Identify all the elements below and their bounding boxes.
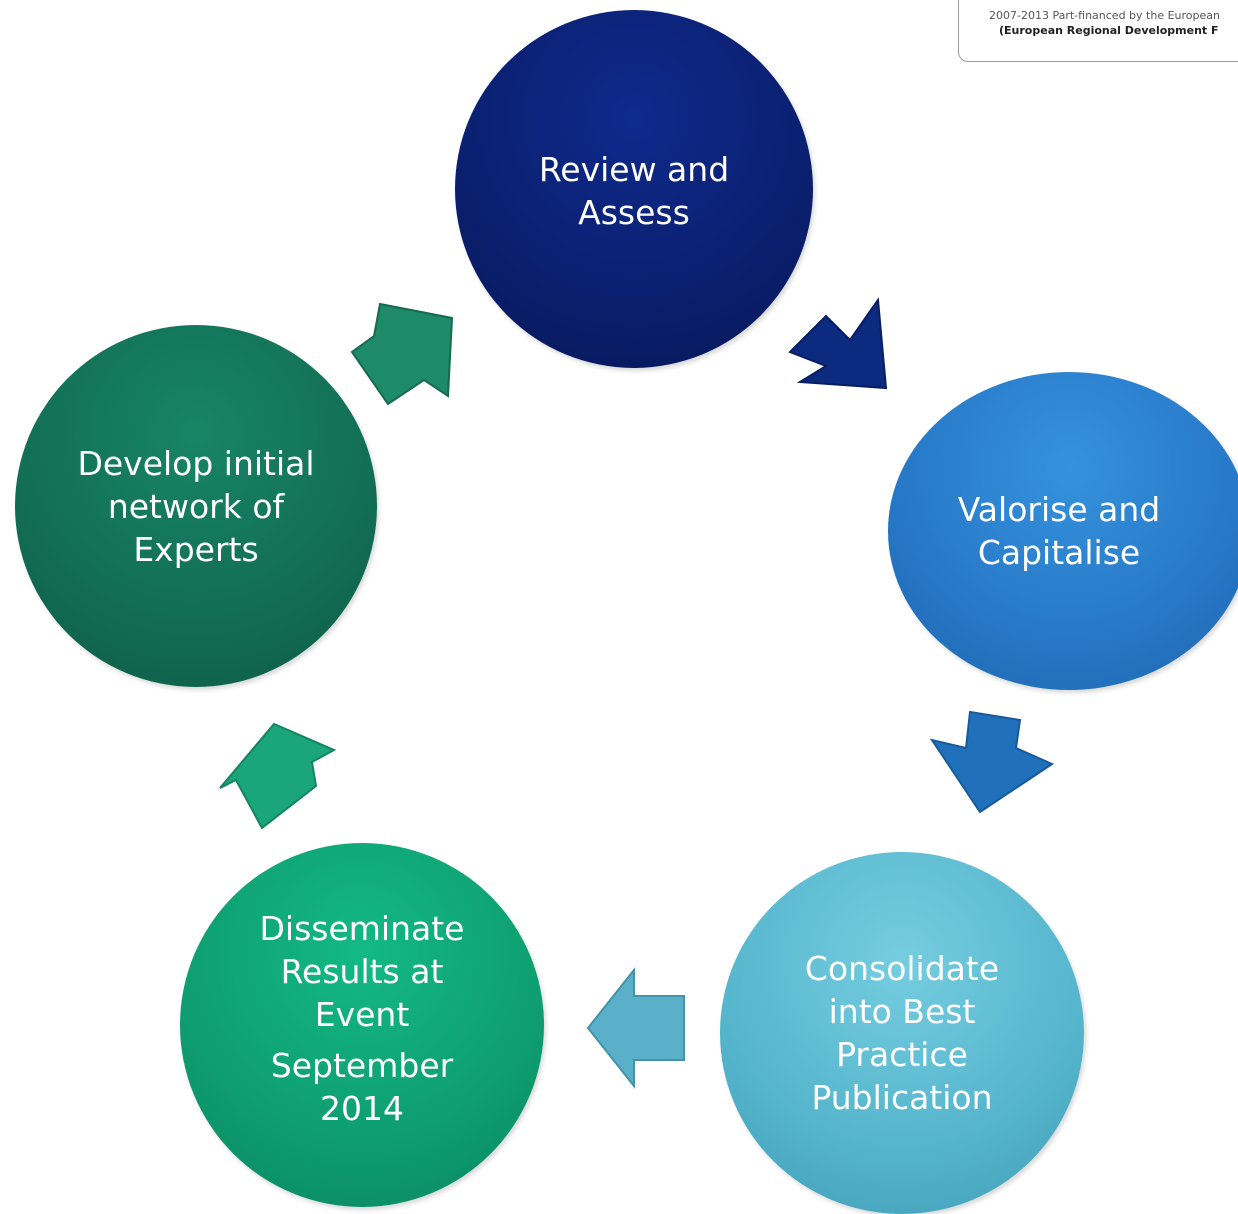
step-label-line: into Best xyxy=(828,992,976,1031)
step-label: Disseminate Results at Event xyxy=(240,907,485,1036)
arrow-valorise-to-consolidate xyxy=(929,710,1055,814)
step-label-line: Experts xyxy=(133,529,259,569)
arrow-consolidate-to-disseminate xyxy=(586,967,685,1089)
arrow-review-to-valorise xyxy=(788,297,888,390)
step-develop-network: Develop initial network of Experts xyxy=(15,325,377,687)
step-disseminate-results: Disseminate Results at Event September 2… xyxy=(180,843,544,1207)
funding-text: 2007-2013 Part-financed by the European xyxy=(989,9,1220,22)
arrow-develop-to-review xyxy=(350,302,454,406)
step-date: September 2014 xyxy=(251,1044,473,1130)
step-label: Review and Assess xyxy=(519,148,749,234)
step-label-line: Disseminate xyxy=(259,909,465,948)
funding-program-name: (European Regional Development F xyxy=(999,24,1219,37)
step-consolidate-publication: Consolidate into Best Practice Publicati… xyxy=(720,852,1084,1214)
step-label-line: Assess xyxy=(578,193,690,232)
step-label-line: Capitalise xyxy=(977,533,1141,572)
step-label-line: Publication xyxy=(811,1078,993,1117)
arrow-disseminate-to-develop xyxy=(219,722,337,830)
step-label-line: Review and xyxy=(538,150,730,189)
step-date-line: 2014 xyxy=(320,1089,404,1128)
step-label: Develop initial network of Experts xyxy=(57,442,334,571)
step-label: Consolidate into Best Practice Publicati… xyxy=(785,947,1019,1119)
step-label-line: Practice xyxy=(836,1035,968,1074)
step-label-line: network of xyxy=(107,486,285,526)
step-label-line: Results at xyxy=(280,952,444,991)
funding-banner: 2007-2013 Part-financed by the European … xyxy=(958,0,1238,62)
step-review-assess: Review and Assess xyxy=(455,10,813,368)
step-label-line: Consolidate xyxy=(804,949,1000,988)
step-date-line: September xyxy=(270,1046,454,1085)
step-label: Valorise and Capitalise xyxy=(938,488,1180,574)
step-valorise-capitalise: Valorise and Capitalise xyxy=(888,372,1238,690)
step-label-line: Valorise and xyxy=(957,490,1161,529)
step-label-line: Develop initial xyxy=(77,443,315,483)
step-label-line: Event xyxy=(314,995,410,1034)
